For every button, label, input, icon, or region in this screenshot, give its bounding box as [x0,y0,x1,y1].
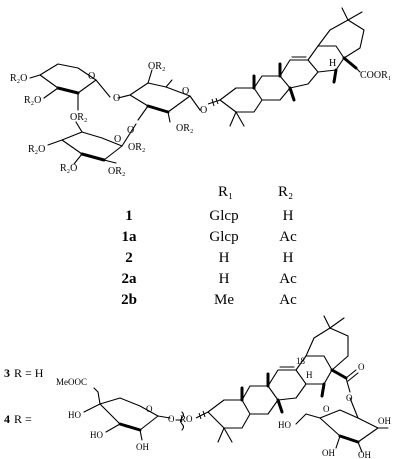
compound-3-definition: R = H [14,366,44,380]
table-row-r1: Me [214,292,234,308]
table-row-r2: Ac [279,292,297,308]
table-row-r2: Ac [279,229,297,245]
compound-3-number: 3 [4,366,10,380]
sugar-ring-central [117,69,201,123]
label-r2o-4: R₂O [60,163,77,174]
label-meooc: MeOOC [56,377,87,387]
label-o-link-3: O [200,105,207,116]
table-row-compound: 2 [125,250,133,266]
label-o-link-2: O [127,125,134,136]
label-or2-5: OR₂ [108,166,125,177]
label-glc-oh-3: OH [358,450,371,459]
label-o-ring: O [146,404,153,414]
label-glc-oh-2: OH [322,448,335,458]
label-ho-2: HO [90,430,103,440]
label-or2-4: OR₂ [128,142,145,153]
label-o-link-1: O [113,93,120,104]
label-r2o-2: R₂O [24,95,41,106]
triterpene-skeleton [207,7,365,127]
top-structure: R₂O R₂O OR₂ OR₂ OR₂ O O O O R₂O R₂O OR₂ … [10,7,391,177]
table-header-r1: R₁ [218,184,233,200]
label-h: H [329,58,336,69]
glucuronide-ring [83,387,185,441]
table-row-r2: H [283,208,294,224]
label-ro: RO [180,414,193,424]
label-r2o-3: R₂O [28,144,45,155]
table-row-r1: Glcp [209,208,238,224]
label-18-number: 18 [296,356,306,366]
compound-4-definition: R = [14,412,32,426]
label-oh-1: OH [136,442,149,452]
label-o-ring-3: O [114,134,121,145]
label-ester-o2: O [346,393,353,403]
label-h18: H [306,370,313,380]
table-row-compound: 1 [125,208,133,224]
table-row-r1: Glcp [209,229,238,245]
label-o-ring-1: O [88,71,95,82]
table-row-r2: H [283,250,294,266]
table-row-r1: H [219,271,230,287]
label-ester-o: O [358,362,365,372]
table-header-r2: R₂ [278,184,293,200]
label-glc-o: O [323,404,330,414]
table-row-compound: 2b [121,292,137,308]
sugar-ring-xylose [29,63,111,111]
label-or2-1: OR₂ [70,112,87,123]
label-or2-2: OR₂ [148,61,165,72]
label-o-ring-2: O [182,86,189,97]
table-row-compound: 2a [122,271,138,287]
label-ho-1: HO [68,410,81,420]
label-ester-cooR1: COOR₁ [360,70,391,81]
label-glc-oh-1: OH [378,416,391,426]
triterpene-skeleton-bottom [195,315,359,443]
compound-4-number: 4 [4,412,10,426]
glucose-ester-ring [295,397,389,453]
table-row-compound: 1a [122,229,138,245]
sugar-ring-rhamnose [47,121,137,165]
label-o-link: O [168,414,175,424]
label-r2o-1: R₂O [10,73,27,84]
substituent-table: R₁ R₂ 1 Glcp H 1a Glcp Ac 2 H H 2a H Ac … [121,184,297,308]
table-row-r1: H [219,250,230,266]
bottom-structure: 3 R = H 4 R = MeOOC HO HO OH O O [4,315,391,459]
table-row-r2: Ac [279,271,297,287]
label-or2-3: OR₂ [176,123,193,134]
label-glc-ho: HO [278,420,291,430]
